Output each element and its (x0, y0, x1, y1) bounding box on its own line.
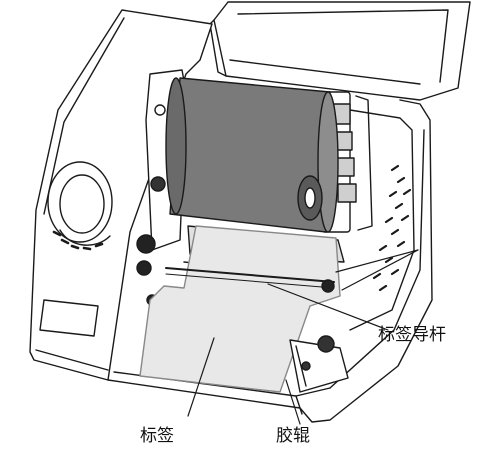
led-indicators (52, 230, 104, 251)
leader-guide-rod-2 (341, 249, 419, 291)
leader-rubber-roller (285, 379, 301, 425)
display-window (39, 299, 99, 337)
leader-label (187, 337, 215, 417)
printer-lid (209, 1, 471, 101)
label-rubber-roller-text: 胶辊 (276, 426, 310, 446)
leader-guide-rod-3 (267, 283, 389, 331)
label-paper-text: 标签 (140, 426, 174, 446)
label-paper (139, 225, 341, 393)
vent-slots (372, 164, 412, 292)
ribbon-roll (165, 77, 339, 233)
callout-leaders (187, 249, 419, 425)
control-knob (47, 161, 113, 243)
label-guide-rod-text: 标签导杆 (378, 325, 446, 345)
gear-icon (136, 234, 156, 254)
rubber-roller (289, 335, 349, 393)
leader-guide-rod-1 (335, 249, 419, 273)
label-guide-rod (165, 267, 335, 293)
